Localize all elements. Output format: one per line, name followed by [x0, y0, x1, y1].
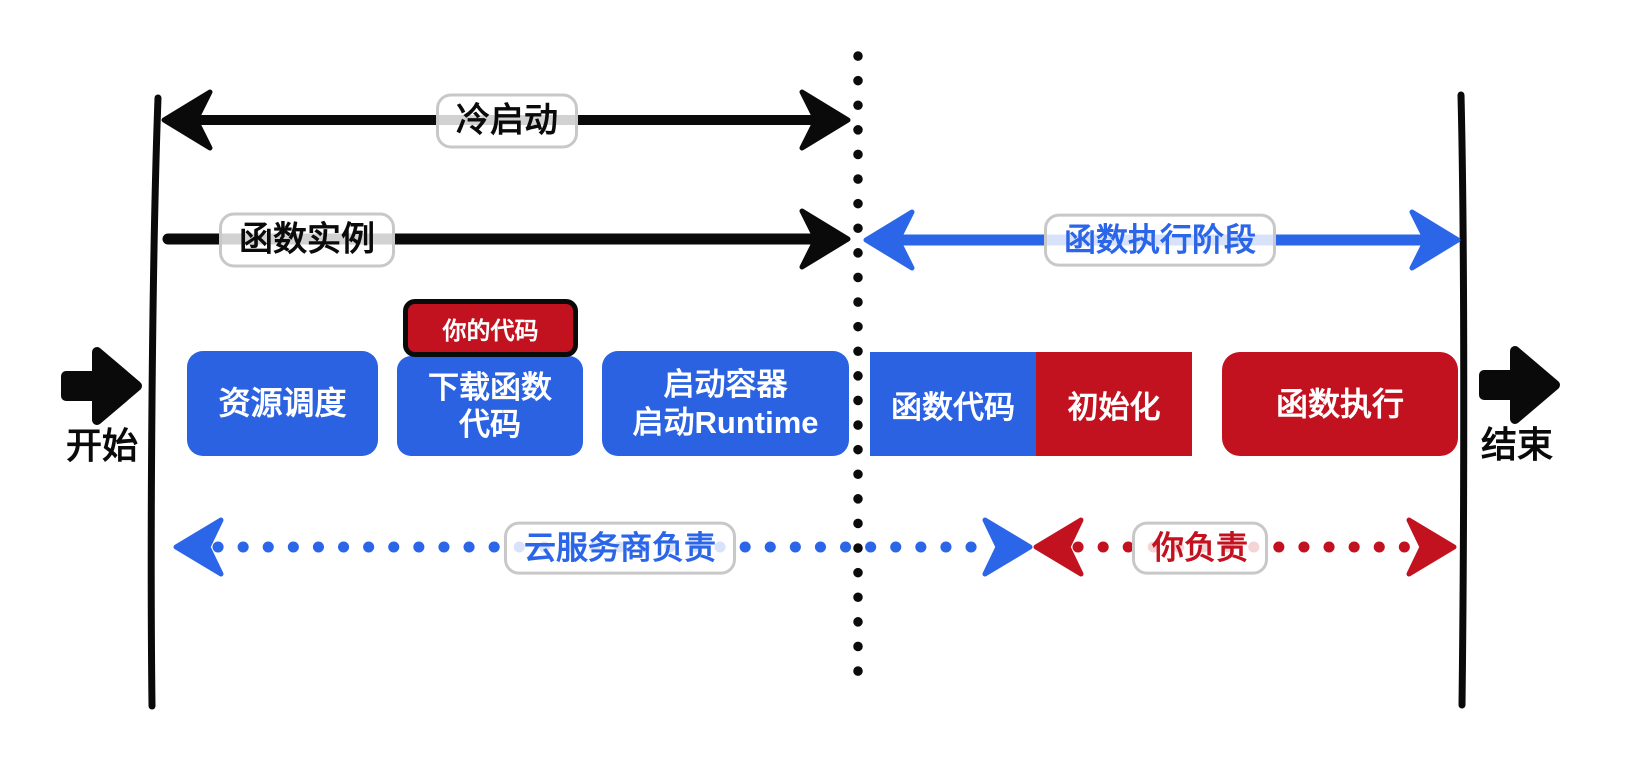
stage-label: 函数代码	[891, 389, 1015, 425]
your-responsibility-arrow	[1033, 517, 1457, 577]
execution-phase-label: 函数执行阶段	[1043, 213, 1277, 267]
stage-label: 资源调度	[218, 385, 347, 422]
stage-label-line2: 启动Runtime	[632, 404, 819, 440]
end-label: 结束	[1480, 424, 1554, 465]
your-code-badge: 你的代码	[403, 299, 578, 357]
arrowhead-right-icon	[799, 89, 851, 151]
arrowhead-left-icon	[161, 89, 213, 151]
stage-code-init-combo: 函数代码 初始化	[870, 352, 1192, 456]
arrowhead-right-icon	[1409, 209, 1461, 271]
stage-function-execution: 函数执行	[1222, 352, 1458, 456]
stage-initialization: 初始化	[1036, 352, 1192, 456]
function-instance-label: 函数实例	[219, 212, 395, 268]
arrowhead-left-icon	[1033, 517, 1084, 577]
right-boundary-line	[1457, 91, 1468, 709]
stage-label-line1: 启动容器	[663, 367, 788, 403]
stage-label-line2: 代码	[459, 407, 521, 442]
stage-download-function-code: 下载函数 代码	[397, 356, 583, 456]
arrowhead-right-icon	[982, 517, 1033, 577]
cold-start-label: 冷启动	[436, 93, 578, 149]
left-boundary-line	[147, 94, 162, 710]
arrowhead-right-icon	[799, 208, 851, 270]
end-arrow-icon	[1479, 346, 1560, 424]
stage-label: 初始化	[1067, 389, 1161, 425]
your-responsibility-label: 你负责	[1131, 521, 1269, 575]
cloud-provider-responsibility-label: 云服务商负责	[503, 521, 737, 575]
your-code-badge-label: 你的代码	[442, 317, 539, 345]
stage-start-container-runtime: 启动容器 启动Runtime	[602, 351, 849, 456]
arrowhead-left-icon	[173, 517, 224, 577]
stage-function-code: 函数代码	[870, 352, 1036, 456]
cloud-provider-responsibility-arrow	[173, 517, 1033, 577]
stage-label-line1: 下载函数	[428, 369, 552, 405]
stage-label: 函数执行	[1275, 385, 1404, 422]
start-arrow-icon	[61, 347, 142, 425]
arrowhead-left-icon	[863, 209, 915, 271]
stage-resource-scheduling: 资源调度	[187, 351, 378, 456]
start-label: 开始	[65, 425, 139, 466]
arrowhead-right-icon	[1406, 517, 1457, 577]
